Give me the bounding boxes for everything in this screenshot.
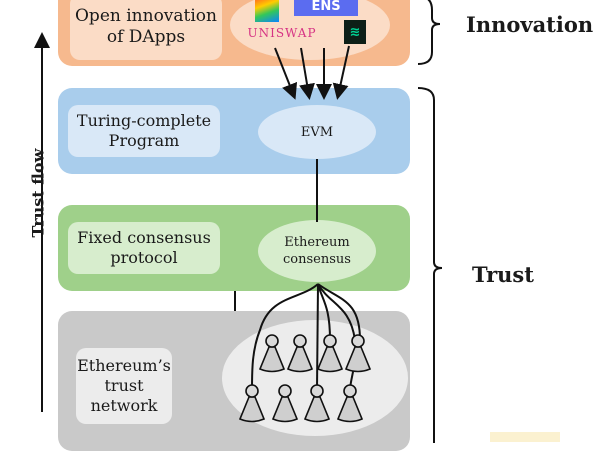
ethereum-consensus-ellipse: Ethereum consensus	[258, 220, 376, 282]
turing-complete-label: Turing-complete Program	[76, 111, 212, 150]
innovation-label: Innovation	[466, 12, 594, 37]
fixed-consensus-box: Fixed consensus protocol	[68, 222, 220, 274]
trust-flow-label: Trust flow	[28, 148, 48, 238]
uniswap-logo-text: UNISWAP	[247, 26, 317, 40]
node-link	[317, 283, 331, 341]
network-node-icon	[336, 384, 364, 423]
network-node-icon	[258, 334, 286, 373]
fixed-consensus-label: Fixed consensus protocol	[77, 228, 211, 267]
dapp-arrow	[274, 47, 298, 100]
trust-network-label: Ethereum’s trust network	[77, 356, 171, 415]
compound-logo-glyph: ≋	[349, 24, 361, 40]
dapp-arrow	[299, 47, 315, 100]
watermark	[490, 432, 560, 442]
network-node-icon	[271, 384, 299, 423]
dapps-innovation-label: Open innovation of DApps	[75, 6, 217, 47]
network-node-icon	[316, 334, 344, 373]
dapp-arrow	[332, 45, 350, 100]
ens-logo: ENS	[294, 0, 358, 16]
dapps-innovation-box: Open innovation of DApps	[70, 0, 222, 60]
innovation-brace	[417, 0, 441, 65]
node-link	[317, 283, 361, 341]
compound-logo-icon: ≋	[344, 20, 366, 44]
rainbow-logo-icon	[255, 0, 279, 22]
node-link	[316, 283, 319, 391]
turing-complete-box: Turing-complete Program	[68, 105, 220, 157]
trust-label: Trust	[472, 262, 534, 287]
network-node-icon	[238, 384, 266, 423]
network-node-icon	[344, 334, 372, 373]
uniswap-logo: UNISWAP	[240, 26, 324, 40]
node-link	[251, 283, 319, 391]
evm-ellipse: EVM	[258, 105, 376, 159]
trust-network-box: Ethereum’s trust network	[76, 348, 172, 424]
network-node-icon	[303, 384, 331, 423]
ens-logo-text: ENS	[311, 0, 341, 14]
trust-brace	[417, 87, 443, 443]
ethereum-consensus-label: Ethereum consensus	[283, 235, 351, 267]
network-node-icon	[286, 334, 314, 373]
evm-label: EVM	[300, 124, 334, 140]
